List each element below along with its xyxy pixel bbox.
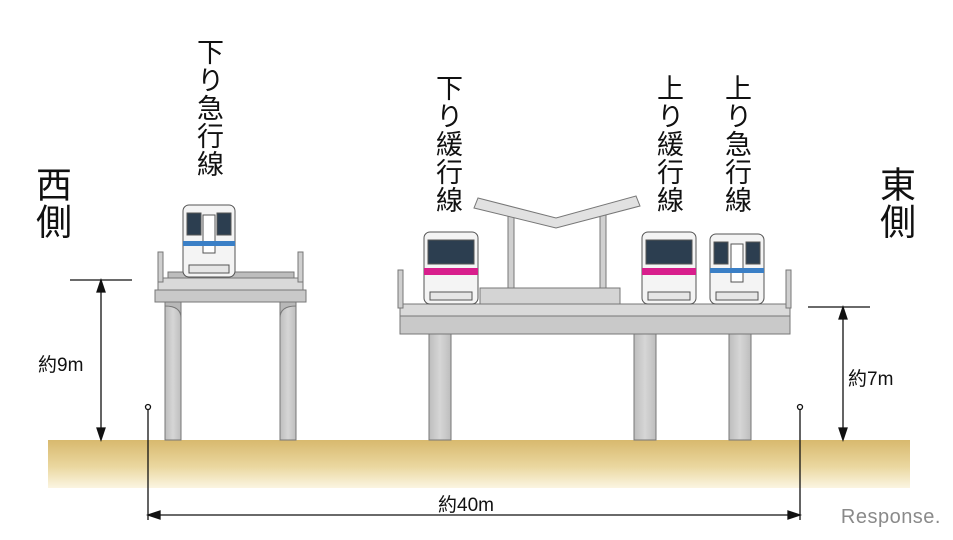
- width-dimension: [144, 403, 804, 520]
- east-height-dimension: [808, 304, 870, 443]
- west-side-label: 西側: [30, 166, 71, 240]
- train-down-local: [423, 231, 479, 305]
- train-up-express: [709, 233, 765, 305]
- ground: [48, 440, 910, 488]
- up-express-label: 上り急行線: [720, 74, 751, 214]
- train-down-express: [182, 204, 236, 278]
- west-height-label: 約9m: [38, 355, 84, 376]
- east-height-label: 約7m: [848, 369, 894, 390]
- down-express-label: 下り急行線: [192, 38, 223, 178]
- west-viaduct: [154, 251, 307, 441]
- east-side-label: 東側: [874, 166, 915, 240]
- response-logo: Response.: [840, 506, 941, 528]
- down-local-label: 下り緩行線: [431, 74, 462, 214]
- width-label: 約40m: [438, 495, 494, 516]
- train-up-local: [641, 231, 697, 305]
- up-local-label: 上り緩行線: [652, 74, 683, 214]
- west-height-dimension: [70, 277, 132, 443]
- east-viaduct: [397, 195, 792, 441]
